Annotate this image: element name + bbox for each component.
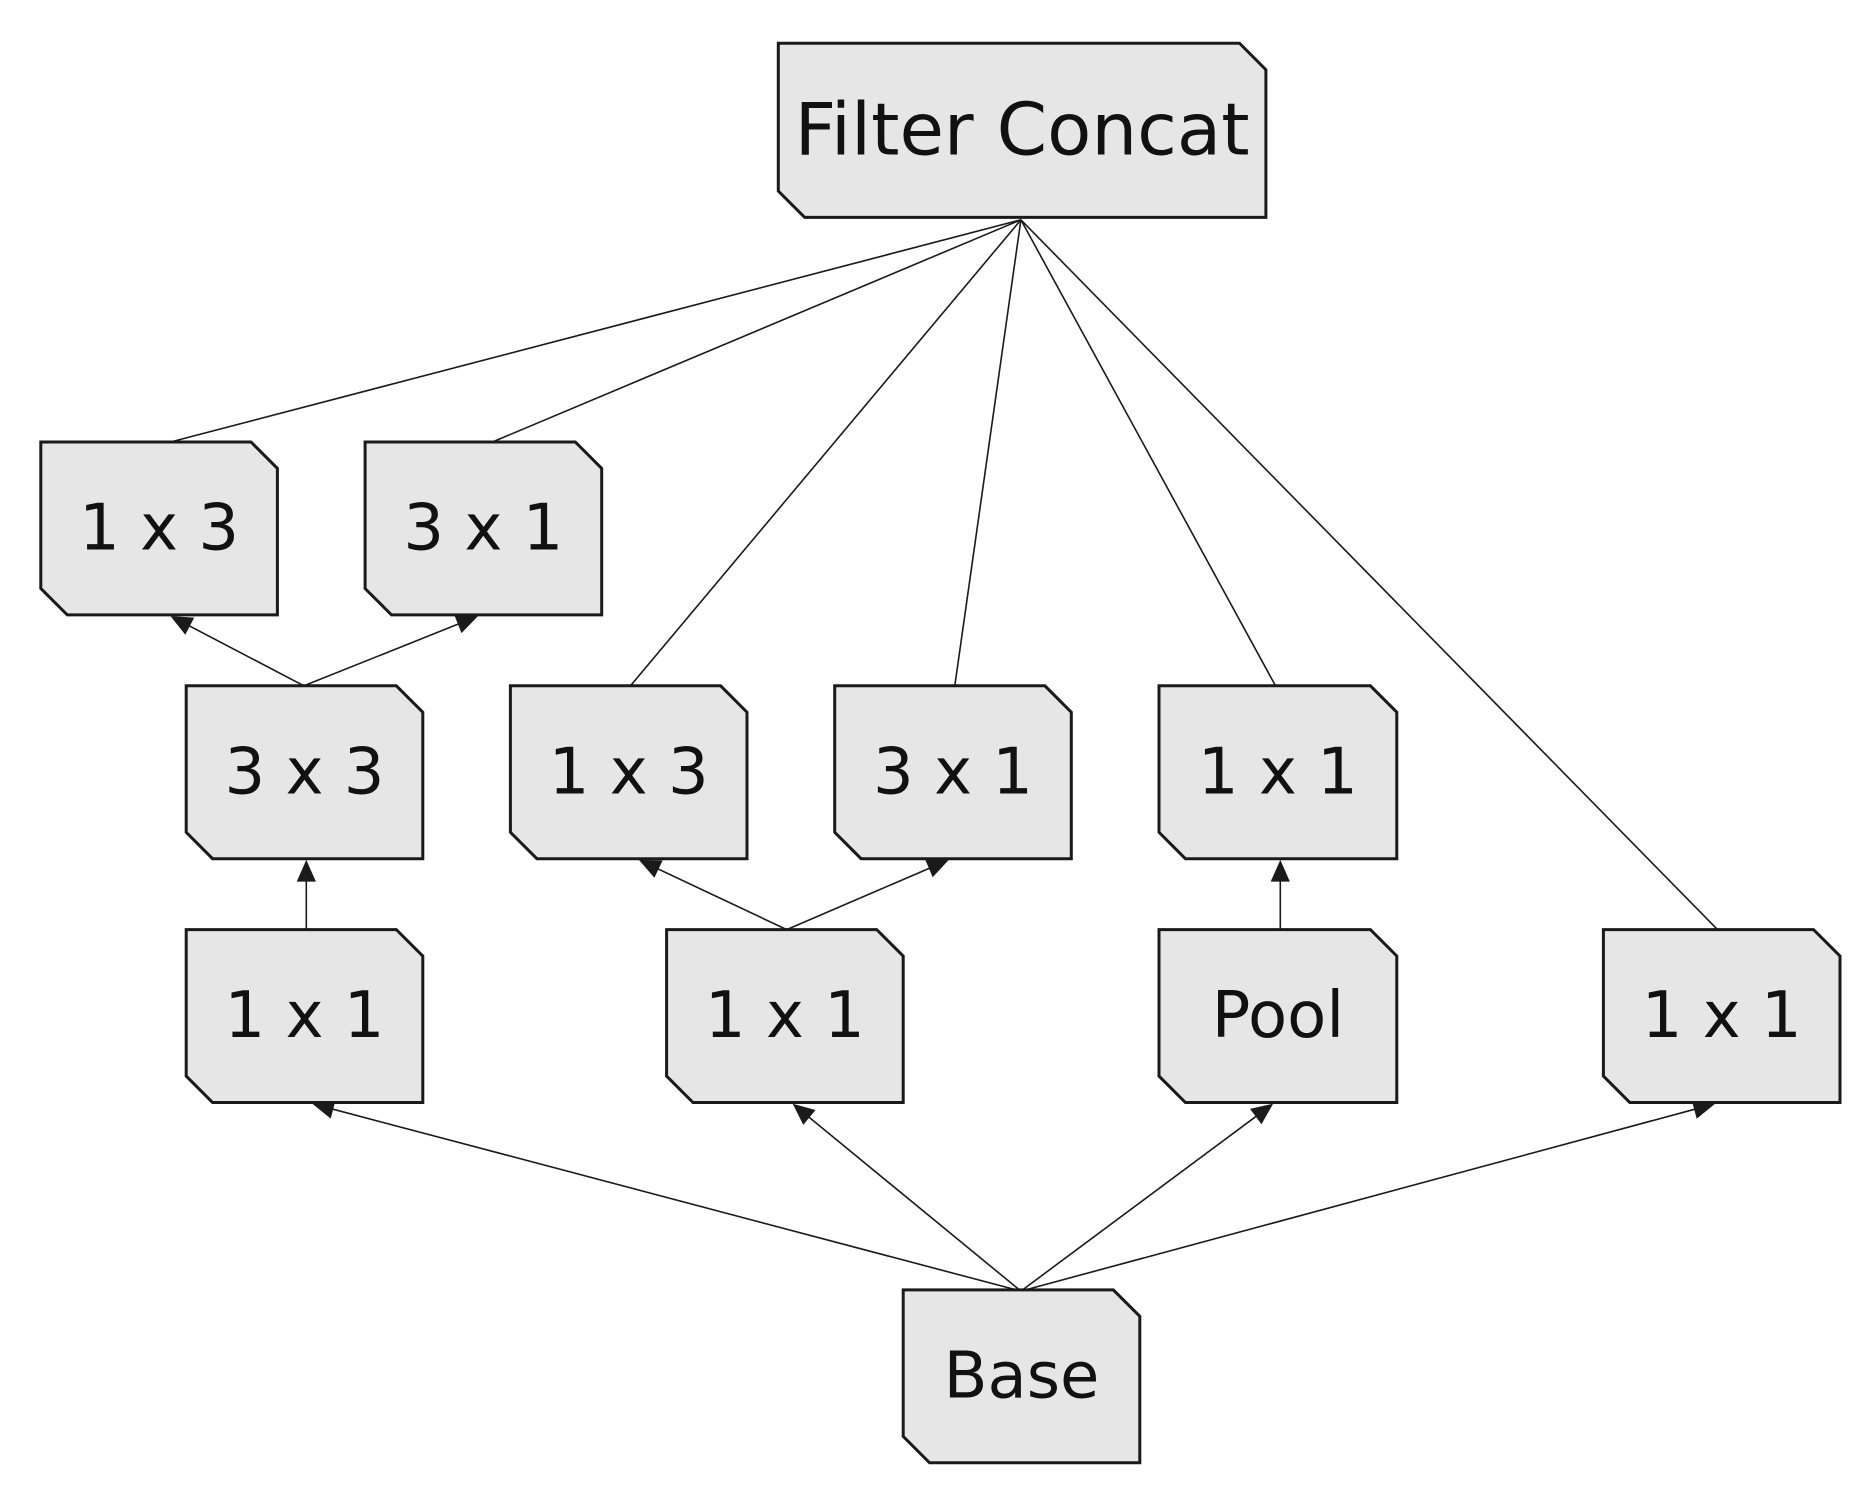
node-b2-1x1: 1 x 1 (665, 928, 905, 1104)
node-label: 1 x 3 (549, 735, 709, 809)
node-box (508, 684, 749, 861)
arrowhead-b4_1x1 (1691, 1100, 1716, 1119)
node-label: 3 x 3 (225, 735, 385, 809)
edge-b1_1x3-to-filter_concat (170, 219, 1022, 443)
node-box (776, 41, 1268, 219)
node-box (39, 440, 279, 617)
node-b3-1x1: 1 x 1 (1157, 684, 1399, 861)
nodes-layer: Filter Concat 1 x 3 3 x 1 3 x 3 1 x 3 3 x 1 1 … (39, 41, 1842, 1465)
node-label: Base (944, 1339, 1100, 1413)
node-b3-pool: Pool (1157, 928, 1399, 1104)
edge-b2_1x1-to-b2_3x1 (786, 866, 932, 931)
node-b1-3x1: 3 x 1 (363, 440, 604, 617)
node-label: Pool (1212, 979, 1344, 1053)
node-filter-concat: Filter Concat (776, 41, 1268, 219)
edge-b2_1x3-to-filter_concat (629, 219, 1022, 687)
node-label: 1 x 1 (1198, 735, 1358, 809)
node-box (363, 440, 604, 617)
edge-base-to-b1_1x1 (330, 1107, 1022, 1292)
edge-b2_3x1-to-filter_concat (954, 219, 1022, 686)
edge-b1_3x1-to-filter_concat (492, 219, 1022, 443)
node-box (665, 928, 905, 1104)
arrowhead-b1_3x1 (454, 615, 478, 634)
edge-base-to-b3_pool (1020, 1114, 1258, 1292)
node-label: 1 x 1 (1642, 979, 1802, 1053)
node-b1-1x3: 1 x 3 (39, 440, 279, 617)
arrowhead-b3_pool (1250, 1103, 1274, 1125)
node-label: 3 x 1 (873, 735, 1033, 809)
edge-b4_1x1-to-filter_concat (1020, 219, 1719, 931)
node-box (1157, 684, 1399, 861)
edge-b2_1x1-to-b2_1x3 (656, 867, 788, 931)
node-label: 1 x 3 (79, 492, 239, 566)
node-b4-1x1: 1 x 1 (1601, 928, 1842, 1104)
edge-b1_3x3-to-b1_1x3 (187, 624, 305, 687)
edge-base-to-b4_1x1 (1020, 1108, 1697, 1292)
node-box (901, 1288, 1142, 1465)
arrowhead-b2_1x3 (638, 859, 663, 878)
node-label: 1 x 1 (705, 979, 865, 1053)
edge-b3_1x1-to-filter_concat (1020, 219, 1277, 687)
arrowhead-b1_1x3 (170, 616, 195, 635)
node-box (184, 928, 425, 1104)
arrowhead-b1_3x3 (296, 859, 316, 882)
edge-b1_3x3-to-b1_3x1 (303, 622, 461, 687)
node-b1-3x3: 3 x 3 (184, 684, 425, 861)
node-label: 1 x 1 (225, 979, 385, 1053)
node-base: Base (901, 1288, 1142, 1465)
node-label: 3 x 1 (403, 492, 563, 566)
node-box (1157, 928, 1399, 1104)
edge-base-to-b2_1x1 (807, 1115, 1022, 1292)
node-box (1601, 928, 1842, 1104)
node-b2-3x1: 3 x 1 (833, 684, 1073, 861)
arrowhead-b2_1x1 (792, 1103, 816, 1125)
arrowhead-b1_1x1 (312, 1100, 336, 1119)
edges-layer (170, 219, 1719, 1292)
node-b1-1x1: 1 x 1 (184, 928, 425, 1104)
node-box (833, 684, 1073, 861)
node-label: Filter Concat (795, 88, 1250, 172)
node-b2-1x3: 1 x 3 (508, 684, 749, 861)
arrowhead-b2_3x1 (925, 859, 949, 878)
arrowhead-b3_1x1 (1270, 859, 1290, 882)
node-box (184, 684, 425, 861)
